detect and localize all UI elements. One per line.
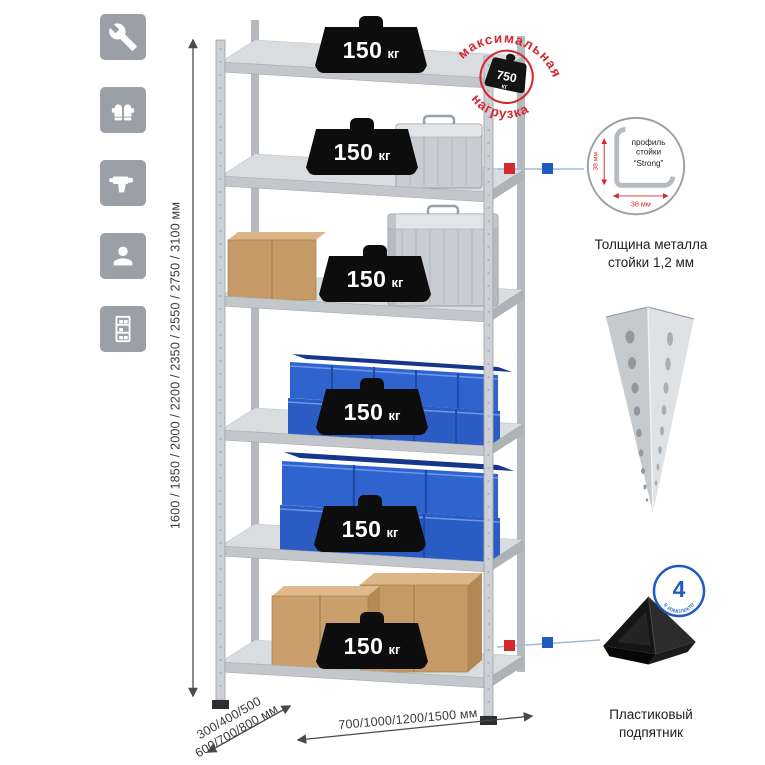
drill-icon bbox=[109, 176, 133, 193]
weight-unit: кг bbox=[388, 641, 401, 657]
feature-tile-drill bbox=[100, 160, 146, 206]
connector-blue-square-bottom bbox=[542, 637, 553, 648]
stamp-weight: 750 кг bbox=[484, 53, 527, 94]
profile-dim-vertical: 38 мм bbox=[592, 152, 599, 171]
plastic-foot-detail bbox=[603, 596, 696, 665]
depth-dimension-line bbox=[206, 705, 292, 753]
profile-angle-drawing bbox=[614, 127, 676, 188]
weight-value: 150 bbox=[342, 36, 383, 63]
weight-knob bbox=[360, 378, 384, 389]
shelf-load-badge-5: 150 кг bbox=[314, 495, 426, 552]
profile-label-3: “Strong” bbox=[634, 159, 664, 168]
foot-caption: Пластиковый подпятник bbox=[566, 706, 736, 741]
profile-dim-horizontal: 38 мм bbox=[631, 200, 651, 209]
connector-red-square-bottom bbox=[504, 640, 515, 651]
weight-unit: кг bbox=[387, 45, 400, 61]
weight-knob bbox=[359, 16, 383, 27]
height-dimension-label: 1600 / 1850 / 2000 / 2200 / 2350 / 2550 … bbox=[168, 201, 183, 530]
profile-caption-line2: стойки 1,2 мм bbox=[607, 254, 695, 270]
weight-body: 150 кг bbox=[316, 623, 428, 669]
rack-shelf-edges bbox=[220, 55, 524, 689]
rack-front-posts bbox=[212, 39, 497, 725]
stamp-ring bbox=[479, 49, 534, 104]
connector-blue-square-top bbox=[542, 163, 553, 174]
weight-value: 150 bbox=[341, 515, 382, 542]
weight-knob bbox=[350, 118, 374, 129]
post-holes-slots bbox=[654, 332, 673, 486]
profile-caption-line1: Толщина металла bbox=[594, 237, 708, 252]
shelf-load-badge-3: 150 кг bbox=[319, 245, 431, 302]
profile-label-2: стойки bbox=[636, 148, 661, 157]
cardboard-box-shelf3 bbox=[227, 232, 326, 301]
stamp-unit: кг bbox=[501, 81, 509, 91]
foot-caption-line2: подпятник bbox=[618, 724, 684, 740]
person-icon bbox=[113, 246, 133, 266]
included-count-badge: 4 в комплекте bbox=[652, 564, 706, 618]
profile-detail-circle: 38 мм 38 мм профиль стойки “Strong” bbox=[586, 116, 686, 216]
feature-tile-rack bbox=[100, 306, 146, 352]
weight-unit: кг bbox=[386, 524, 399, 540]
weight-body: 150 кг bbox=[319, 256, 431, 302]
weight-value: 150 bbox=[346, 265, 387, 292]
feature-tile-gloves bbox=[100, 87, 146, 133]
weight-body: 150 кг bbox=[306, 129, 418, 175]
shelf-load-badge-2: 150 кг bbox=[306, 118, 418, 175]
weight-value: 150 bbox=[333, 138, 374, 165]
weight-value: 150 bbox=[343, 632, 384, 659]
profile-label-1: профиль bbox=[632, 138, 666, 147]
foot-caption-line1: Пластиковый bbox=[609, 707, 693, 722]
shelf-load-badge-1: 150 кг bbox=[315, 16, 427, 73]
weight-unit: кг bbox=[391, 274, 404, 290]
shelf-load-badge-4: 150 кг bbox=[316, 378, 428, 435]
width-dimension-line bbox=[296, 711, 534, 745]
stamp-arc-bottom-text: нагрузка bbox=[466, 89, 534, 127]
corner-post-detail bbox=[605, 306, 695, 514]
wrench-icon bbox=[109, 23, 137, 51]
feature-tile-assembly bbox=[100, 14, 146, 60]
rack-icon bbox=[115, 315, 131, 343]
weight-knob bbox=[358, 495, 382, 506]
weight-body: 150 кг bbox=[316, 389, 428, 435]
max-load-stamp: максимальная нагрузка 750 кг bbox=[453, 20, 571, 127]
weight-knob bbox=[360, 612, 384, 623]
stamp-value: 750 bbox=[495, 68, 518, 86]
shelf-load-badge-6: 150 кг bbox=[316, 612, 428, 669]
aluminium-case-small bbox=[395, 114, 483, 189]
profile-caption: Толщина металла стойки 1,2 мм bbox=[566, 236, 736, 271]
weight-body: 150 кг bbox=[315, 27, 427, 73]
callout-connectors bbox=[496, 163, 601, 651]
weight-value: 150 bbox=[343, 398, 384, 425]
connector-red-square-top bbox=[504, 163, 515, 174]
included-count-number: 4 bbox=[673, 576, 686, 602]
weight-body: 150 кг bbox=[314, 506, 426, 552]
weight-knob bbox=[363, 245, 387, 256]
weight-unit: кг bbox=[388, 407, 401, 423]
weight-unit: кг bbox=[378, 147, 391, 163]
gloves-icon bbox=[111, 104, 135, 121]
feature-tile-person bbox=[100, 233, 146, 279]
post-holes-round bbox=[625, 330, 649, 502]
